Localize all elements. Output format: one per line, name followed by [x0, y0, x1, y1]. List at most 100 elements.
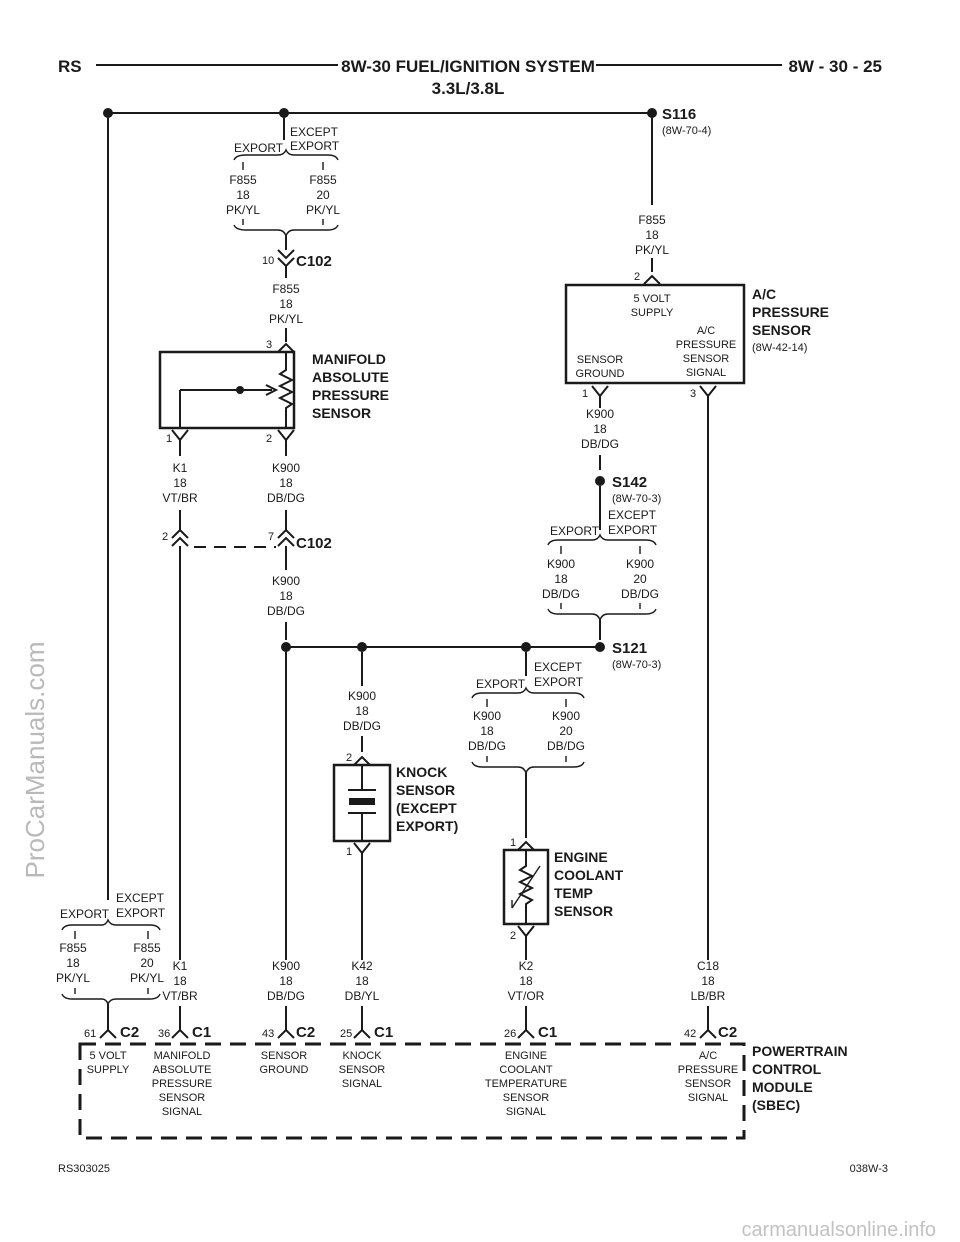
option-except: EXCEPT: [290, 125, 339, 139]
wire-circuit: K900: [272, 959, 300, 973]
watermarks: ProCarManuals.com carmanualsonline.info: [20, 642, 936, 1241]
wire-gauge: 18: [173, 974, 187, 988]
page-footer: RS303025 038W-3: [58, 1163, 888, 1175]
connector-c102-label: C102: [296, 253, 332, 270]
splice-s116-ref: (8W-70-4): [662, 125, 711, 137]
pcm-func-25-3: SIGNAL: [342, 1078, 382, 1090]
wire-circuit: K900: [272, 574, 300, 588]
ac-supply-2: SUPPLY: [631, 307, 674, 319]
splice-s121-label: S121: [612, 640, 647, 657]
ect-option-branch: EXPORT EXCEPT EXPORT K900 18 DB/DG K900 …: [468, 660, 585, 851]
wire-circuit: K1: [173, 959, 188, 973]
wire-circuit: K900: [348, 689, 376, 703]
ac-gnd-2: GROUND: [576, 368, 625, 380]
pin-number: 2: [162, 531, 168, 543]
option-export: EXPORT: [60, 907, 110, 921]
ac-sig-4: SIGNAL: [686, 367, 726, 379]
pin-number: 2: [510, 930, 516, 942]
connector-c2-label: C2: [296, 1024, 315, 1041]
pcm-func-36-2: ABSOLUTE: [153, 1064, 212, 1076]
connector-c102-label: C102: [296, 535, 332, 552]
ac-label-1: A/C: [752, 286, 776, 302]
ect-sensor: ENGINE COOLANT TEMP SENSOR 2: [502, 848, 624, 960]
wire-color: VT/BR: [162, 989, 198, 1003]
option-except: EXCEPT: [534, 660, 583, 674]
connector-c2-label: C2: [120, 1024, 139, 1041]
top-option-branch: EXPORT EXCEPT EXPORT F855 18 PK/YL F855 …: [226, 113, 340, 250]
pcm-func-43-1: SENSOR: [261, 1050, 308, 1062]
splice-s121-ref: (8W-70-3): [612, 659, 661, 671]
pcm-func-36-5: SIGNAL: [162, 1106, 202, 1118]
wire-color: PK/YL: [635, 243, 669, 257]
ac-supply-1: 5 VOLT: [633, 293, 670, 305]
wire-color: PK/YL: [306, 203, 340, 217]
wire-circuit: K900: [473, 709, 501, 723]
wire-circuit: K1: [173, 461, 188, 475]
wire-circuit: K900: [626, 557, 654, 571]
wire-color: PK/YL: [226, 203, 260, 217]
knock-label-1: KNOCK: [396, 764, 447, 780]
wire-circuit: K900: [552, 709, 580, 723]
header-page-number: 8W - 30 - 25: [788, 57, 882, 76]
pcm-func-25-2: SENSOR: [339, 1064, 386, 1076]
figure-code: RS303025: [58, 1163, 110, 1175]
map-sensor: MANIFOLD ABSOLUTE PRESSURE SENSOR 1 2 K1…: [158, 350, 389, 530]
pin-number: 1: [166, 433, 172, 445]
wire-gauge: 18: [355, 974, 369, 988]
pin-number: 43: [262, 1028, 274, 1040]
wire-circuit: C18: [697, 959, 719, 973]
watermark-bottom: carmanualsonline.info: [741, 1219, 936, 1241]
pcm-func-43-2: GROUND: [260, 1064, 309, 1076]
ect-label-1: ENGINE: [554, 849, 608, 865]
pcm-label-2: CONTROL: [752, 1061, 822, 1077]
option-export: EXPORT: [234, 141, 284, 155]
wire-color: VT/OR: [508, 989, 545, 1003]
pcm-func-36-1: MANIFOLD: [154, 1050, 211, 1062]
wire-color: DB/YL: [345, 989, 380, 1003]
wire-gauge: 20: [316, 188, 330, 202]
top-bus: S116 (8W-70-4): [103, 106, 711, 900]
map-label-1: MANIFOLD: [312, 351, 386, 367]
wire-gauge: 18: [173, 476, 187, 490]
ac-sig-2: PRESSURE: [676, 339, 737, 351]
wire-gauge: 18: [593, 422, 607, 436]
pin-number: 10: [262, 255, 274, 267]
map-label-2: ABSOLUTE: [312, 369, 389, 385]
ac-pressure-sensor: F855 18 PK/YL 2 5 VOLT SUPPLY SENSOR GRO…: [564, 213, 829, 960]
pcm-func-42-1: A/C: [699, 1050, 717, 1062]
pcm-pins: 61 C2 36 C1 43 C2 25 C1 26 C1 42 C2: [84, 1024, 737, 1041]
wire-color: PK/YL: [130, 971, 164, 985]
wire-gauge: 18: [355, 704, 369, 718]
wire-color: DB/DG: [621, 587, 659, 601]
wire-color: LB/BR: [691, 989, 726, 1003]
pcm-func-42-3: SENSOR: [685, 1078, 732, 1090]
knock-label-2: SENSOR: [396, 782, 455, 798]
figure-ref: 038W-3: [850, 1163, 888, 1175]
pin-number: 3: [266, 339, 272, 351]
pin-number: 26: [504, 1028, 516, 1040]
wire-circuit: K900: [547, 557, 575, 571]
connector-c1-label: C1: [538, 1024, 557, 1041]
pin-number: 1: [582, 388, 588, 400]
pcm-func-36-3: PRESSURE: [152, 1078, 213, 1090]
ect-label-4: SENSOR: [554, 903, 613, 919]
header-engine: 3.3L/3.8L: [432, 79, 505, 98]
wire-circuit: F855: [309, 173, 337, 187]
wire-color: DB/DG: [547, 739, 585, 753]
connector-c2-label: C2: [718, 1024, 737, 1041]
pcm-func-61-1: 5 VOLT: [89, 1050, 126, 1062]
wire-gauge: 18: [66, 956, 80, 970]
knock-label-3: (EXCEPT: [396, 800, 457, 816]
wire-color: VT/BR: [162, 491, 198, 505]
wire-gauge: 18: [279, 589, 293, 603]
wire-gauge: 18: [279, 297, 293, 311]
pcm-func-26-5: SIGNAL: [506, 1106, 546, 1118]
c102-bottom: 2 7 C102 K900 18 DB/DG: [162, 528, 332, 960]
wire-gauge: 18: [480, 724, 494, 738]
wire-circuit: F855: [229, 173, 257, 187]
wire-circuit: K900: [586, 407, 614, 421]
wire-circuit: K42: [351, 959, 373, 973]
wire-circuit: K2: [519, 959, 534, 973]
ect-label-3: TEMP: [554, 885, 593, 901]
middle-bus: S121 (8W-70-3): [281, 640, 661, 960]
